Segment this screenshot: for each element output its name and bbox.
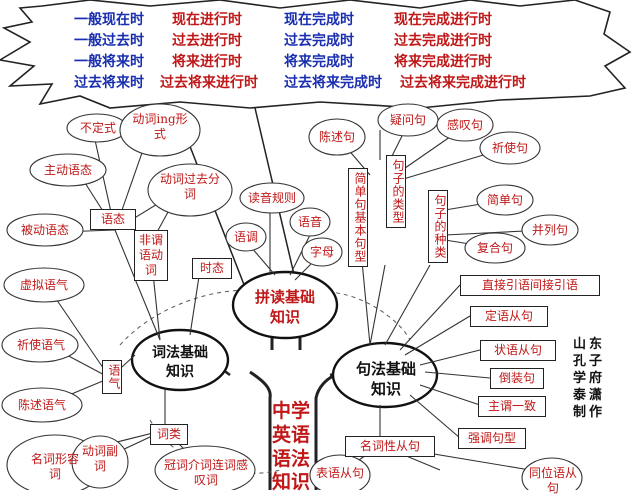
lexical-hub-ellipse xyxy=(130,328,230,392)
node-word-class: 词类 xyxy=(150,424,188,445)
node-simple-sentence: 简单句 xyxy=(486,193,523,207)
syntax-hub-ellipse xyxy=(331,341,439,409)
node-direct-indirect-speech: 直接引语间接引语 xyxy=(460,275,600,296)
node-verb-adverb: 动词副词 xyxy=(81,444,118,473)
node-article-prep-conj: 冠词介词连词感叹词 xyxy=(163,458,248,487)
node-inversion: 倒装句 xyxy=(490,368,544,389)
node-attributive-clause: 定语从句 xyxy=(470,306,548,327)
node-tense: 时态 xyxy=(192,258,232,279)
node-intonation: 语调 xyxy=(233,230,258,244)
phonics-hub-ellipse xyxy=(231,270,339,340)
tense-past-future-simple: 过去将来时 xyxy=(74,75,144,91)
node-basic-patterns: 简单句基本句型 xyxy=(348,168,368,267)
node-sentence-types: 句子的类型 xyxy=(386,155,406,228)
node-subjunctive-mood: 虚拟语气 xyxy=(19,278,68,292)
node-mood: 语气 xyxy=(102,360,122,394)
node-compound-sentence: 并列句 xyxy=(531,223,568,237)
node-nonfinite-verbs: 非谓语动词 xyxy=(134,230,168,281)
node-nominal-clause: 名词性从句 xyxy=(345,436,435,457)
node-subject-verb-agreement: 主谓一致 xyxy=(478,396,546,417)
node-infinitive: 不定式 xyxy=(79,121,116,135)
node-sound: 语音 xyxy=(297,215,322,229)
node-past-participle: 动词过去分词 xyxy=(160,172,221,201)
tense-present-perfect: 现在完成时 xyxy=(284,12,354,28)
tense-past-continuous: 过去进行时 xyxy=(172,33,242,49)
node-imperative-sentence: 祈使句 xyxy=(491,141,528,155)
author-credit: 山东孔子学府泰潇制作 xyxy=(573,337,606,420)
node-sentence-kinds: 句子的种类 xyxy=(428,190,448,263)
node-complex-sentence: 复合句 xyxy=(476,241,513,255)
node-exclamatory: 感叹句 xyxy=(446,118,483,132)
node-letters: 字母 xyxy=(309,245,334,259)
tense-past-perfect-continuous: 过去完成进行时 xyxy=(394,33,492,49)
tense-present-simple: 一般现在时 xyxy=(74,12,144,28)
tense-past-future-continuous: 过去将来进行时 xyxy=(160,75,258,91)
node-declarative: 陈述句 xyxy=(318,130,355,144)
tense-future-perfect: 将来完成时 xyxy=(284,54,354,70)
node-phonics-rules: 读音规则 xyxy=(247,191,296,205)
node-indicative-mood: 陈述语气 xyxy=(17,398,66,412)
syntax-hub: 句法基础知识 xyxy=(355,360,416,399)
node-adverbial-clause: 状语从句 xyxy=(480,340,556,361)
tense-future-perfect-continuous: 将来完成进行时 xyxy=(394,54,492,70)
node-noun-adjective: 名词形容词 xyxy=(30,452,79,481)
tense-past-future-perfect-continuous: 过去将来完成进行时 xyxy=(400,75,526,91)
node-passive-voice: 被动语态 xyxy=(20,223,69,237)
lexical-hub: 词法基础知识 xyxy=(152,345,208,380)
tense-past-future-perfect: 过去将来完成时 xyxy=(284,75,382,91)
core-title: 中学英语语法知识 xyxy=(271,400,310,494)
node-gerund: 动词ing形式 xyxy=(132,112,188,141)
tense-future-continuous: 将来进行时 xyxy=(172,54,242,70)
tense-future-simple: 一般将来时 xyxy=(74,54,144,70)
node-appositive-clause: 同位语从句 xyxy=(528,466,577,495)
node-voice: 语态 xyxy=(90,209,136,230)
tense-past-simple: 一般过去时 xyxy=(74,33,144,49)
node-imperative-mood: 祈使语气 xyxy=(16,338,65,352)
node-predicative-clause: 表语从句 xyxy=(316,466,365,480)
tense-present-continuous: 现在进行时 xyxy=(172,12,242,28)
tense-bubble xyxy=(0,0,632,109)
tense-present-perfect-continuous: 现在完成进行时 xyxy=(394,12,492,28)
phonics-hub: 拼读基础知识 xyxy=(254,288,315,327)
node-active-voice: 主动语态 xyxy=(43,163,92,177)
node-interrogative: 疑问句 xyxy=(389,113,426,127)
tense-past-perfect: 过去完成时 xyxy=(284,33,354,49)
node-emphatic-pattern: 强调句型 xyxy=(458,428,526,449)
